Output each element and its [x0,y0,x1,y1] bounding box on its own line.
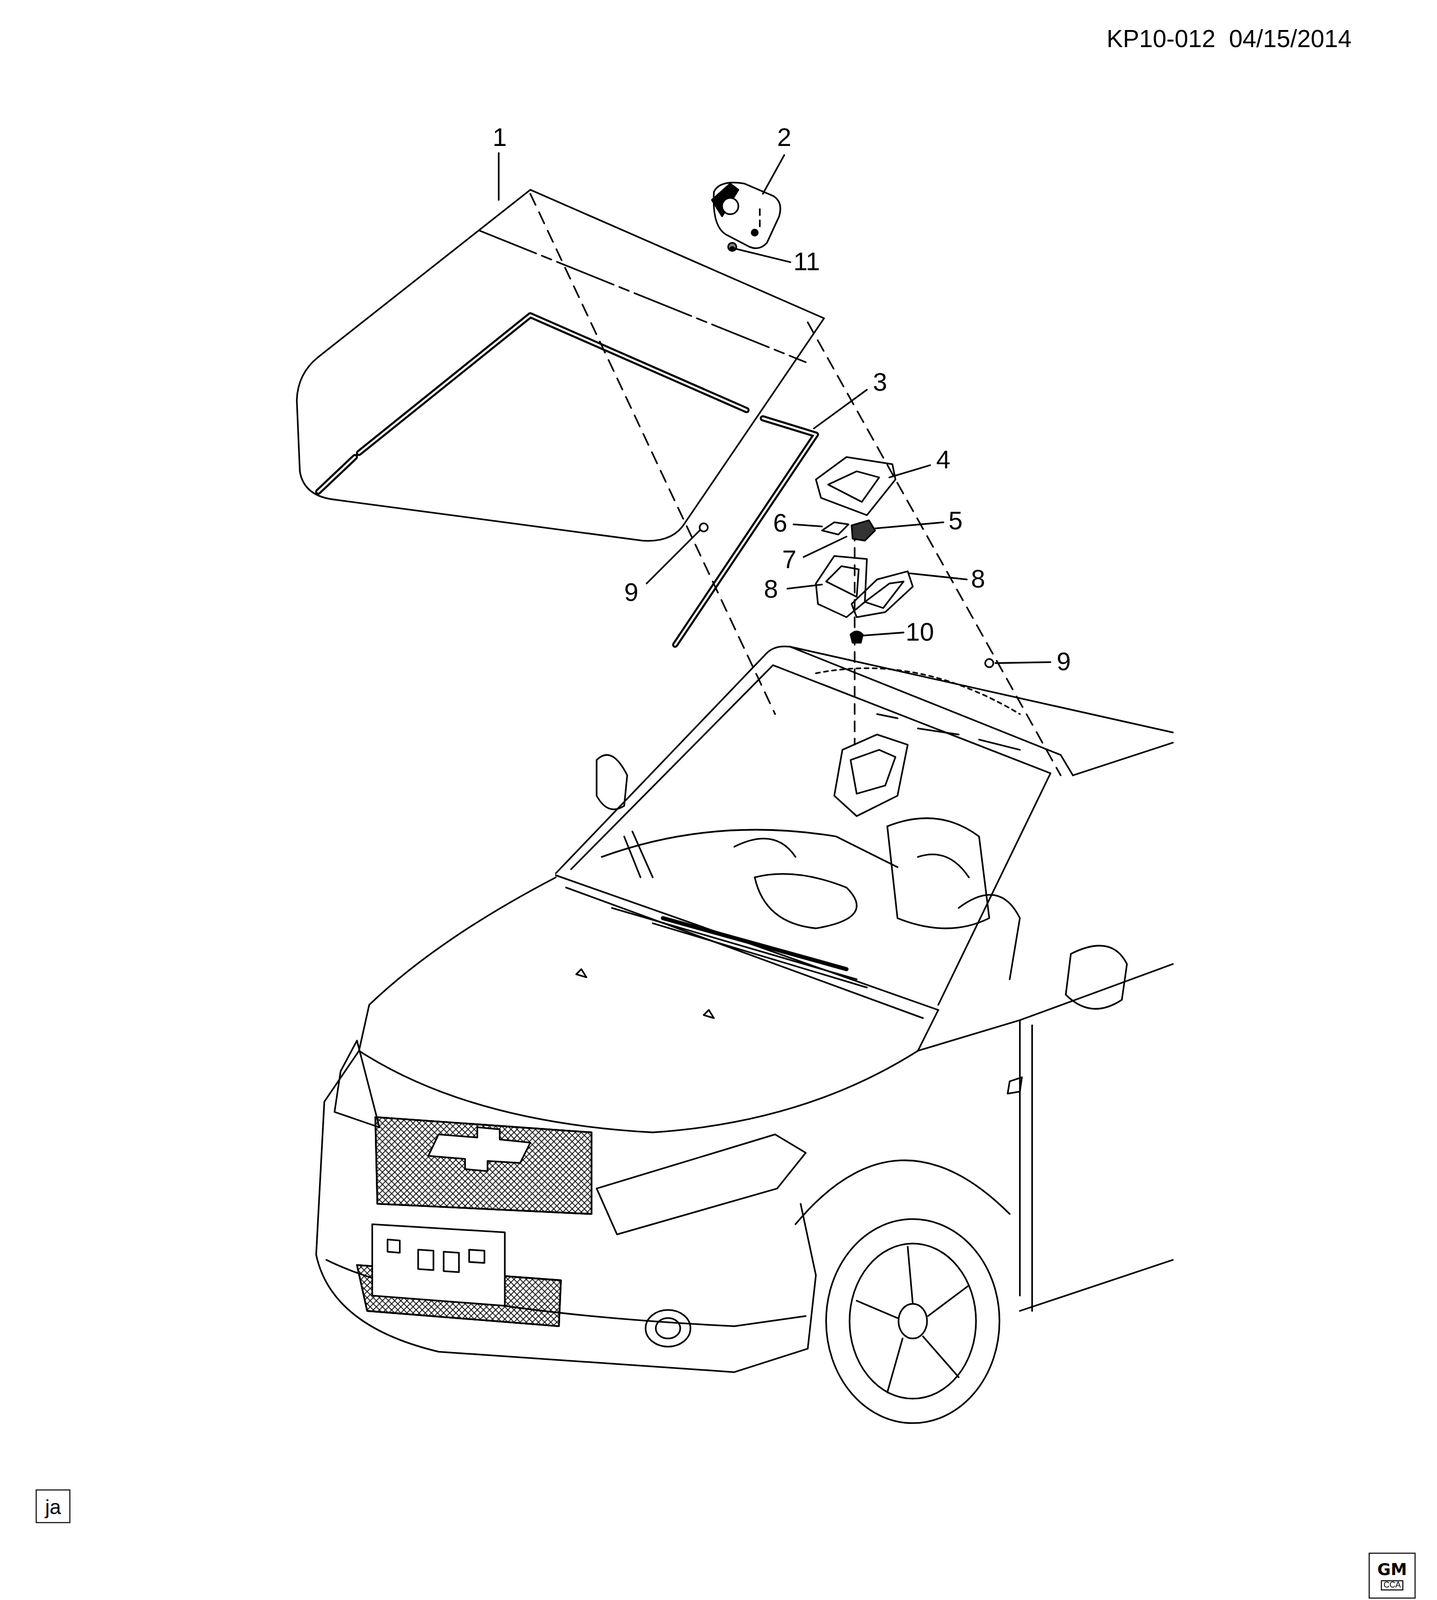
view-code: ja [45,1495,61,1516]
code-box: ja [35,1489,71,1523]
callout-number: 5 [948,507,963,534]
callout-number: 1 [492,124,508,150]
callout-number: 2 [777,124,792,150]
drawing-id: KP10-012 04/15/2014 [1106,26,1352,51]
callout-number: 6 [772,509,788,536]
callout-number: 7 [782,546,797,573]
callout-number: 3 [873,369,888,395]
logo-subtext: CCA [1380,1579,1405,1590]
callout-number: 10 [905,619,934,645]
callout-number: 4 [936,446,951,472]
callout-number: 11 [793,248,820,275]
callout-number: 8 [763,576,779,602]
logo-box: GM CCA [1368,1552,1416,1599]
callout-number: 9 [624,579,639,605]
logo-text: GM [1377,1560,1407,1577]
callout-number: 8 [971,566,986,592]
callout-number: 9 [1056,648,1071,675]
